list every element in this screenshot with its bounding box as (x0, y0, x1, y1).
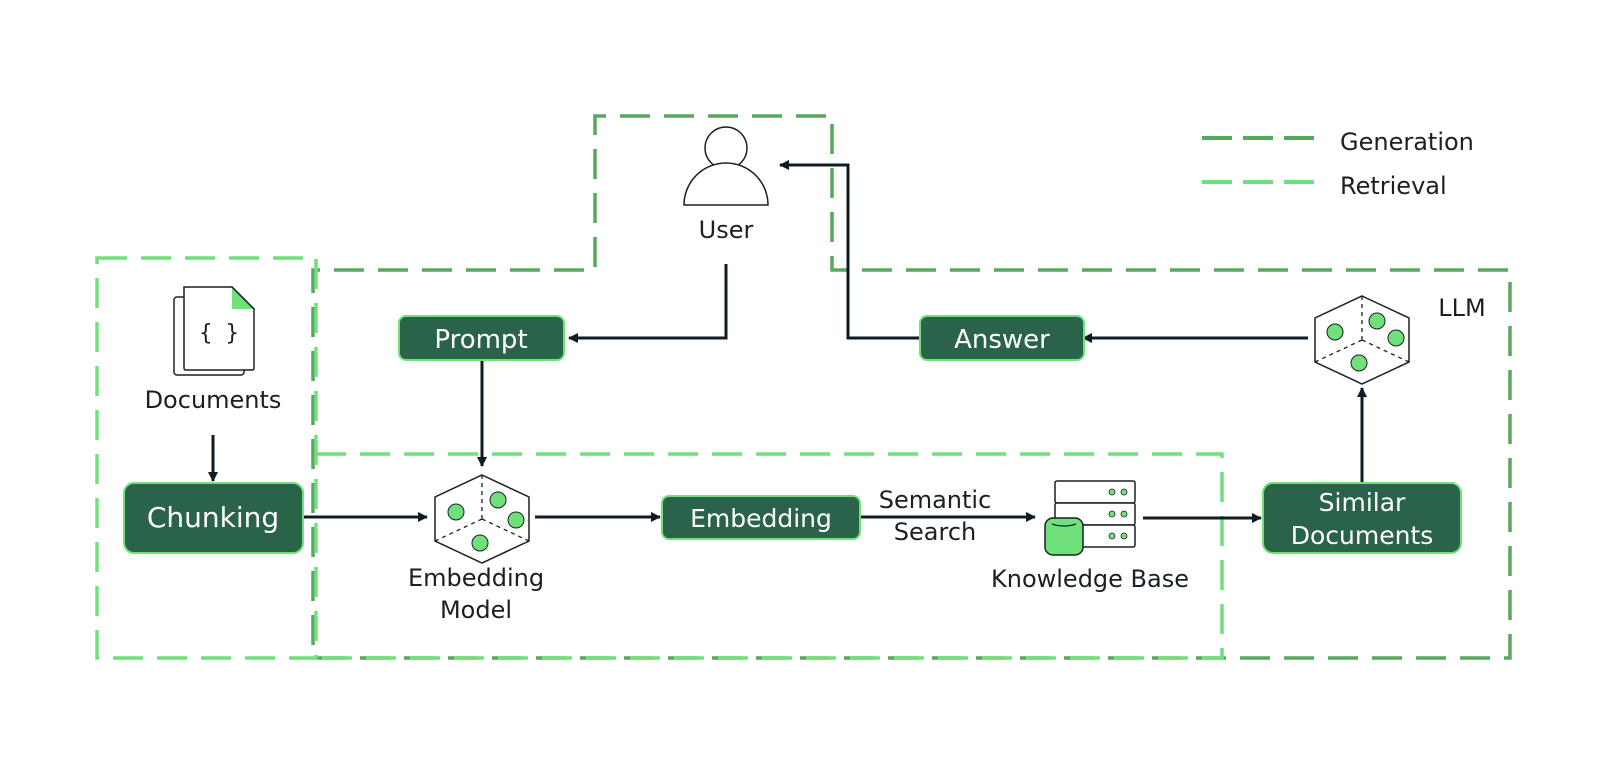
semantic-search-label-line2: Search (894, 518, 976, 546)
prompt-node[interactable]: Prompt (398, 315, 565, 361)
embedding-node[interactable]: Embedding (661, 495, 861, 540)
prompt-label: Prompt (434, 325, 527, 355)
chunking-label: Chunking (147, 501, 279, 534)
embedding-model-label-line1: Embedding (408, 564, 544, 592)
llm-cube-icon (1314, 295, 1410, 385)
embedding-model-label-line2: Model (440, 596, 512, 624)
user-icon (683, 126, 769, 206)
svg-text:{ }: { } (199, 321, 239, 346)
retrieval-region-border-left (95, 256, 318, 660)
knowledge-base-label: Knowledge Base (991, 565, 1189, 593)
knowledge-base-icon (1044, 480, 1136, 556)
llm-label: LLM (1438, 294, 1485, 322)
documents-icon: { } (173, 286, 255, 376)
user-label: User (699, 216, 754, 244)
legend-generation-label: Generation (1340, 128, 1474, 156)
embedding-label: Embedding (690, 504, 832, 533)
retrieval-region-border-inner (316, 452, 1224, 660)
semantic-search-label-line1: Semantic (879, 486, 992, 514)
generation-region-border (311, 114, 1512, 660)
answer-label: Answer (954, 325, 1050, 355)
documents-label: Documents (145, 386, 282, 414)
similar-documents-node[interactable]: Similar Documents (1262, 482, 1462, 554)
similar-documents-label-line1: Similar (1319, 488, 1406, 517)
arrow-answer-to-user (779, 160, 920, 340)
legend: Generation Retrieval (1202, 128, 1474, 200)
embedding-model-cube-icon (434, 474, 530, 564)
legend-retrieval-label: Retrieval (1340, 172, 1447, 200)
answer-node[interactable]: Answer (919, 315, 1085, 361)
arrow-user-to-prompt (568, 264, 728, 343)
chunking-node[interactable]: Chunking (123, 482, 304, 554)
similar-documents-label-line2: Documents (1291, 521, 1434, 550)
